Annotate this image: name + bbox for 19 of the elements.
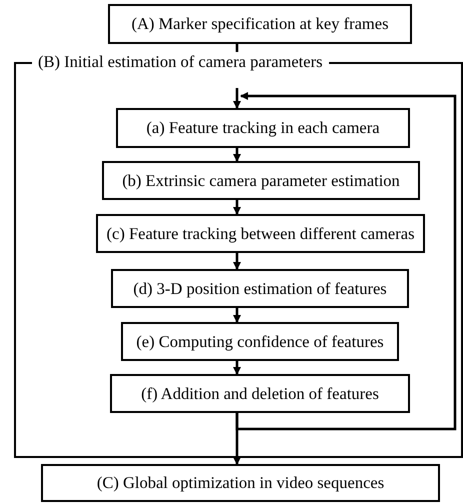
arrow [233, 413, 241, 465]
process-box: (d) 3-D position estimation of features [111, 269, 409, 308]
arrow [236, 92, 456, 430]
arrow [233, 88, 241, 109]
arrow [233, 200, 241, 215]
arrow [233, 308, 241, 323]
arrow [233, 361, 241, 375]
process-box: (f) Addition and deletion of features [110, 374, 410, 413]
process-box: (C) Global optimization in video sequences [41, 464, 440, 502]
connector-line [236, 44, 238, 52]
group-frame [14, 52, 463, 458]
process-box: (c) Feature tracking between different cameras [96, 214, 425, 253]
process-box: (A) Marker specification at key frames [108, 4, 412, 44]
arrow [233, 253, 241, 270]
group-title: (B) Initial estimation of camera parameters [32, 52, 329, 72]
process-box: (a) Feature tracking in each camera [116, 108, 410, 148]
process-box: (b) Extrinsic camera parameter estimation [102, 161, 420, 200]
process-box: (e) Computing confidence of features [121, 322, 399, 361]
arrow [233, 148, 241, 162]
